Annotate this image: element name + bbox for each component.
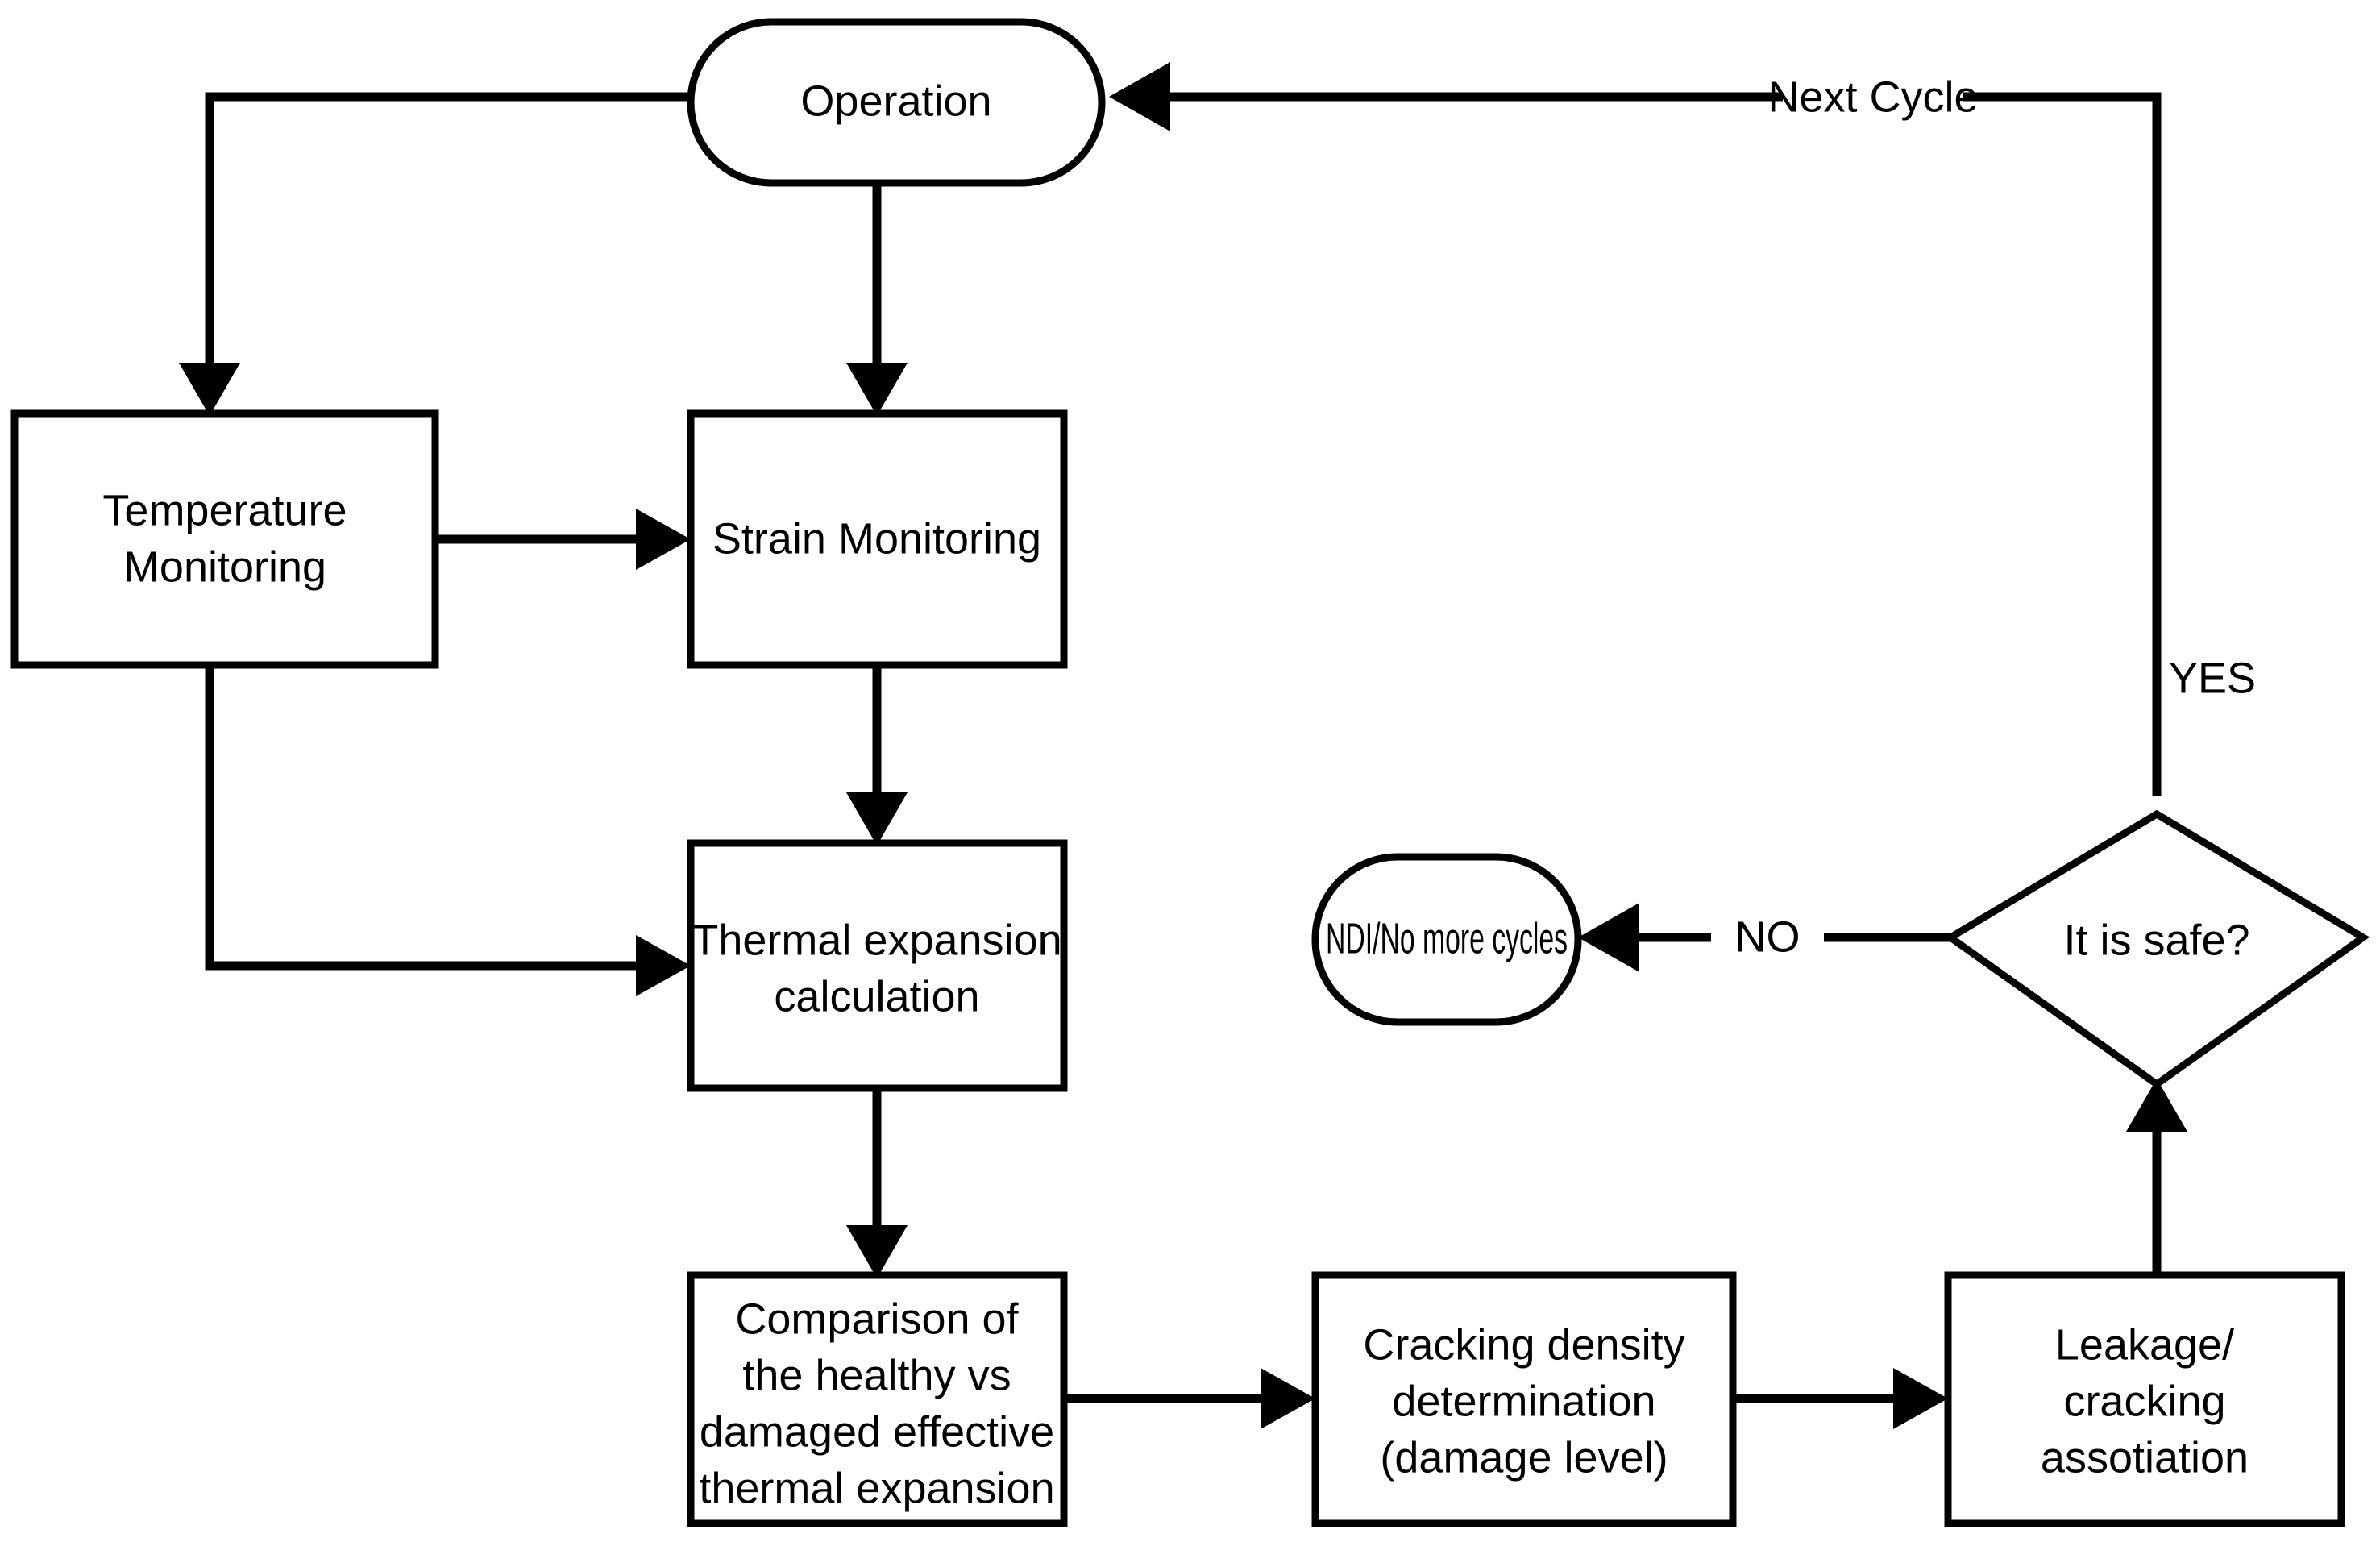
node-thermal-expansion-label-line2: calculation <box>774 972 979 1020</box>
arrow-head-right-icon <box>636 935 691 996</box>
edge-comparison-to-cracking-density <box>1064 1368 1315 1429</box>
node-temperature-monitoring[interactable]: Temperature Monitoring <box>10 409 439 669</box>
node-comparison-label-line4: thermal expansion <box>699 1464 1054 1512</box>
edge-operation-to-strain-monitoring <box>846 183 908 416</box>
edge-is-safe-no-to-ndi: NO <box>1578 903 1950 972</box>
node-strain-monitoring-shape[interactable] <box>687 409 1068 669</box>
node-comparison-label-line3: damaged effective <box>700 1407 1054 1456</box>
node-comparison-shape[interactable] <box>687 1271 1068 1527</box>
node-comparison[interactable]: Comparison of the healthy vs damaged eff… <box>687 1271 1068 1527</box>
arrow-head-left-icon <box>1578 903 1639 972</box>
edge-cracking-density-to-leakage-cracking <box>1733 1368 1948 1429</box>
node-temperature-monitoring-label-line1: Temperature <box>102 486 347 534</box>
node-leakage-cracking[interactable]: Leakage/ cracking assotiation <box>1944 1271 2345 1527</box>
arrow-head-down-icon <box>179 363 240 416</box>
edge-label-yes: YES <box>2169 654 2256 702</box>
node-leakage-cracking-label-line1: Leakage/ <box>2055 1320 2234 1369</box>
edge-label-next-cycle: Next Cycle <box>1767 73 1978 121</box>
node-strain-monitoring-label: Strain Monitoring <box>712 514 1041 563</box>
node-leakage-cracking-label-line2: cracking <box>2063 1377 2225 1425</box>
node-is-safe-label: It is safe? <box>2063 916 2249 964</box>
node-is-safe[interactable]: It is safe? <box>1943 809 2370 1089</box>
node-cracking-density-label-line1: Cracking density <box>1363 1320 1684 1369</box>
node-cracking-density-shape[interactable] <box>1311 1271 1737 1527</box>
node-operation[interactable]: Operation <box>687 18 1106 187</box>
edge-strain-monitoring-to-thermal-expansion <box>846 665 908 846</box>
node-temperature-monitoring-label-line2: Monitoring <box>123 542 326 591</box>
node-comparison-label-line1: Comparison of <box>735 1295 1019 1343</box>
node-ndi-no-more-cycles-shape[interactable] <box>1311 853 1582 1026</box>
arrow-head-left-icon <box>1109 62 1170 131</box>
arrow-head-right-icon <box>1893 1368 1948 1429</box>
arrow-head-down-icon <box>846 363 908 416</box>
node-cracking-density-label-line2: determination <box>1392 1377 1655 1425</box>
arrow-head-down-icon <box>846 1225 908 1278</box>
edge-label-no: NO <box>1735 912 1801 961</box>
edge-path-yes-right <box>1963 92 2162 796</box>
node-is-safe-shape[interactable] <box>1943 809 2370 1089</box>
arrow-head-down-icon <box>846 792 908 846</box>
node-thermal-expansion[interactable]: Thermal expansion calculation <box>687 839 1068 1092</box>
arrow-head-right-icon <box>636 509 691 570</box>
edge-thermal-expansion-to-comparison <box>846 1088 908 1278</box>
edge-temperature-monitoring-to-thermal-expansion <box>205 665 691 996</box>
node-leakage-cracking-shape[interactable] <box>1944 1271 2345 1527</box>
node-leakage-cracking-label-line3: assotiation <box>2041 1433 2249 1482</box>
node-thermal-expansion-shape[interactable] <box>687 839 1068 1092</box>
arrow-head-up-icon <box>2126 1079 2187 1132</box>
edge-path <box>205 92 689 397</box>
node-operation-shape[interactable] <box>687 18 1106 187</box>
edge-operation-to-temperature-monitoring <box>179 92 689 416</box>
edge-path <box>205 665 669 971</box>
node-thermal-expansion-label-line1: Thermal expansion <box>692 916 1061 964</box>
edge-leakage-cracking-to-is-safe <box>2126 1079 2187 1275</box>
node-cracking-density[interactable]: Cracking density determination (damage l… <box>1311 1271 1737 1527</box>
edge-is-safe-yes-to-operation: Next Cycle YES <box>1109 62 2256 796</box>
node-strain-monitoring[interactable]: Strain Monitoring <box>687 409 1068 669</box>
edge-temperature-monitoring-to-strain-monitoring <box>435 509 691 570</box>
node-ndi-no-more-cycles[interactable]: NDI/No more cycles <box>1311 853 1582 1026</box>
arrow-head-right-icon <box>1261 1368 1315 1429</box>
node-comparison-label-line2: the healthy vs <box>742 1351 1011 1399</box>
node-operation-label: Operation <box>800 77 991 125</box>
node-ndi-no-more-cycles-label: NDI/No more cycles <box>1326 914 1568 962</box>
node-cracking-density-label-line3: (damage level) <box>1380 1433 1668 1482</box>
node-temperature-monitoring-shape[interactable] <box>10 409 439 669</box>
